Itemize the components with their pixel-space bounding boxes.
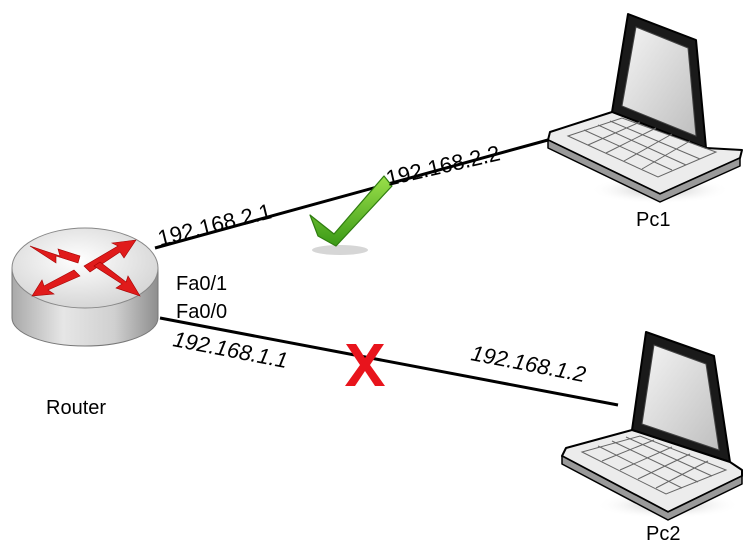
router-ip-link2: 192.168.1.1	[171, 326, 290, 373]
link-router-pc1	[154, 138, 549, 250]
laptop-pc1-icon[interactable]	[547, 13, 743, 204]
pc1-label: Pc1	[636, 209, 670, 231]
checkmark-icon	[309, 175, 393, 255]
x-icon	[345, 344, 385, 386]
router-icon[interactable]	[11, 227, 159, 347]
pc1-ip: 192.168.2.2	[384, 140, 503, 191]
router-ip-link1: 192.168.2.1	[155, 198, 274, 250]
laptop-pc2-icon[interactable]	[561, 331, 743, 521]
interface-fa0-0: Fa0/0	[176, 301, 227, 323]
link-router-pc2	[159, 316, 619, 407]
pc2-label: Pc2	[646, 523, 680, 545]
interface-fa0-1: Fa0/1	[176, 273, 227, 295]
router-label: Router	[46, 397, 106, 419]
